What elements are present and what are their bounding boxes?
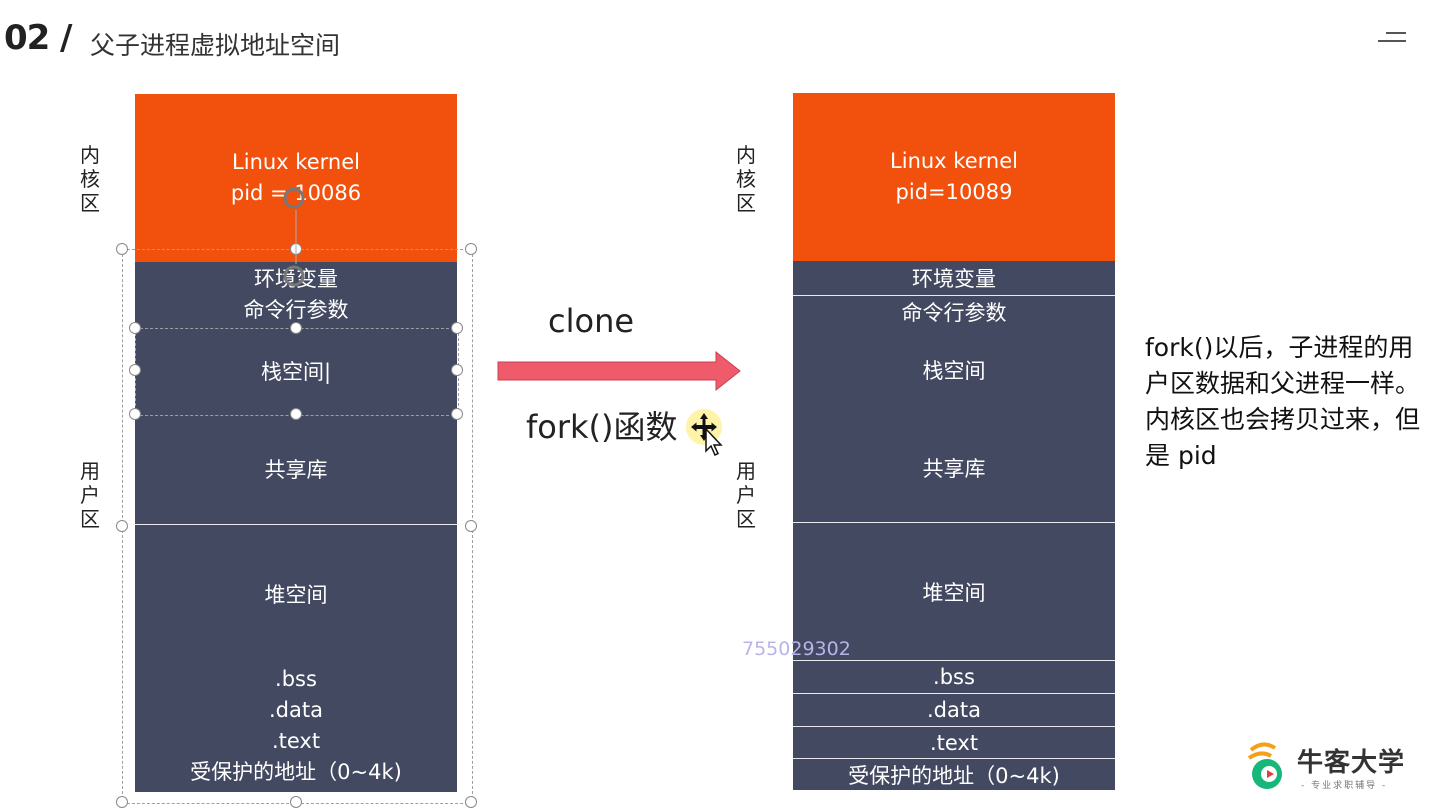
resize-handle[interactable] xyxy=(465,520,477,532)
child-bss: .bss xyxy=(933,665,975,689)
parent-args: 命令行参数 xyxy=(243,298,349,322)
brand-logo: 牛客大学 - 专业求职辅导 - xyxy=(1245,740,1425,800)
parent-address-space: Linux kernel pid = 10086 环境变量 命令行参数 栈空间|… xyxy=(135,94,457,792)
parent-text: .text xyxy=(271,729,321,753)
resize-handle[interactable] xyxy=(129,322,141,334)
child-env: 环境变量 xyxy=(912,267,996,291)
parent-bss: .bss xyxy=(275,667,317,691)
explanation-note: fork()以后，子进程的用户区数据和父进程一样。内核区也会拷贝过来，但是 pi… xyxy=(1145,333,1421,470)
clone-label: clone xyxy=(548,302,635,340)
child-bss-block: .bss xyxy=(793,660,1115,693)
resize-handle[interactable] xyxy=(116,796,128,808)
resize-handle[interactable] xyxy=(451,364,463,376)
section-number: 02 xyxy=(4,18,50,58)
parent-kernel-pid: pid = 10086 xyxy=(230,181,362,205)
child-kernel-area-label: 内核区 xyxy=(736,143,756,215)
parent-shared-block: 共享库 xyxy=(135,414,457,524)
child-text: .text xyxy=(929,730,979,755)
child-heap-block: 堆空间 xyxy=(793,522,1115,660)
fork-label: fork()函数 xyxy=(526,408,678,446)
child-stack: 栈空间 xyxy=(922,359,986,383)
resize-handle[interactable] xyxy=(465,243,477,255)
parent-data: .data xyxy=(269,698,323,722)
child-env-block: 环境变量 xyxy=(793,261,1115,295)
child-stack-block: 栈空间 xyxy=(793,327,1115,413)
child-address-space: Linux kernel pid=10089 环境变量 命令行参数 栈空间 共享… xyxy=(793,93,1115,790)
watermark-text: 755029302 xyxy=(742,638,851,660)
child-user-area-label: 用户区 xyxy=(736,459,756,531)
menu-icon[interactable] xyxy=(1378,32,1406,46)
section-slash: / xyxy=(60,18,73,58)
resize-handle[interactable] xyxy=(129,408,141,420)
logo-icon xyxy=(1247,742,1282,789)
child-shared: 共享库 xyxy=(922,456,986,481)
parent-stack: 栈空间| xyxy=(260,360,332,384)
logo-subtitle: - 专业求职辅导 - xyxy=(1301,781,1388,791)
resize-handle[interactable] xyxy=(290,408,302,420)
resize-handle[interactable] xyxy=(465,796,477,808)
child-kernel-pid: pid=10089 xyxy=(895,180,1013,204)
parent-shared: 共享库 xyxy=(264,458,328,482)
parent-kernel-line-1: Linux kernel xyxy=(232,150,360,174)
parent-stack-block[interactable]: 栈空间| xyxy=(135,328,457,414)
child-shared-block: 共享库 xyxy=(793,413,1115,522)
parent-env-args-block: 环境变量 命令行参数 xyxy=(135,262,457,328)
resize-handle[interactable] xyxy=(451,408,463,420)
resize-handle[interactable] xyxy=(116,520,128,532)
move-cursor-icon xyxy=(686,409,723,457)
child-protected-block: 受保护的地址（0~4k) xyxy=(793,758,1115,790)
child-data-block: .data xyxy=(793,693,1115,726)
parent-user-area-label: 用户区 xyxy=(80,459,100,531)
logo-name: 牛客大学 xyxy=(1297,748,1406,778)
child-args: 命令行参数 xyxy=(901,300,1007,325)
resize-handle[interactable] xyxy=(290,322,302,334)
child-data: .data xyxy=(927,698,981,722)
resize-handle[interactable] xyxy=(129,364,141,376)
parent-protected: 受保护的地址（0~4k) xyxy=(190,760,402,784)
child-kernel-block: Linux kernel pid=10089 xyxy=(793,93,1115,261)
resize-handle[interactable] xyxy=(451,322,463,334)
parent-segments-block: .bss .data .text 受保护的地址（0~4k) xyxy=(135,662,457,792)
child-kernel-line-1: Linux kernel xyxy=(890,149,1018,173)
child-text-block: .text xyxy=(793,726,1115,758)
child-args-block: 命令行参数 xyxy=(793,295,1115,327)
parent-env: 环境变量 xyxy=(254,267,338,291)
parent-heap-block: 堆空间 xyxy=(135,524,457,662)
fork-arrow xyxy=(497,350,741,392)
resize-handle[interactable] xyxy=(290,796,302,808)
parent-kernel-area-label: 内核区 xyxy=(80,143,100,215)
parent-heap: 堆空间 xyxy=(264,582,328,607)
rotate-handle-icon[interactable] xyxy=(280,180,312,290)
page-title: 父子进程虚拟地址空间 xyxy=(90,31,341,60)
child-heap: 堆空间 xyxy=(922,580,986,605)
child-protected: 受保护的地址（0~4k) xyxy=(848,763,1060,788)
resize-handle[interactable] xyxy=(116,243,128,255)
